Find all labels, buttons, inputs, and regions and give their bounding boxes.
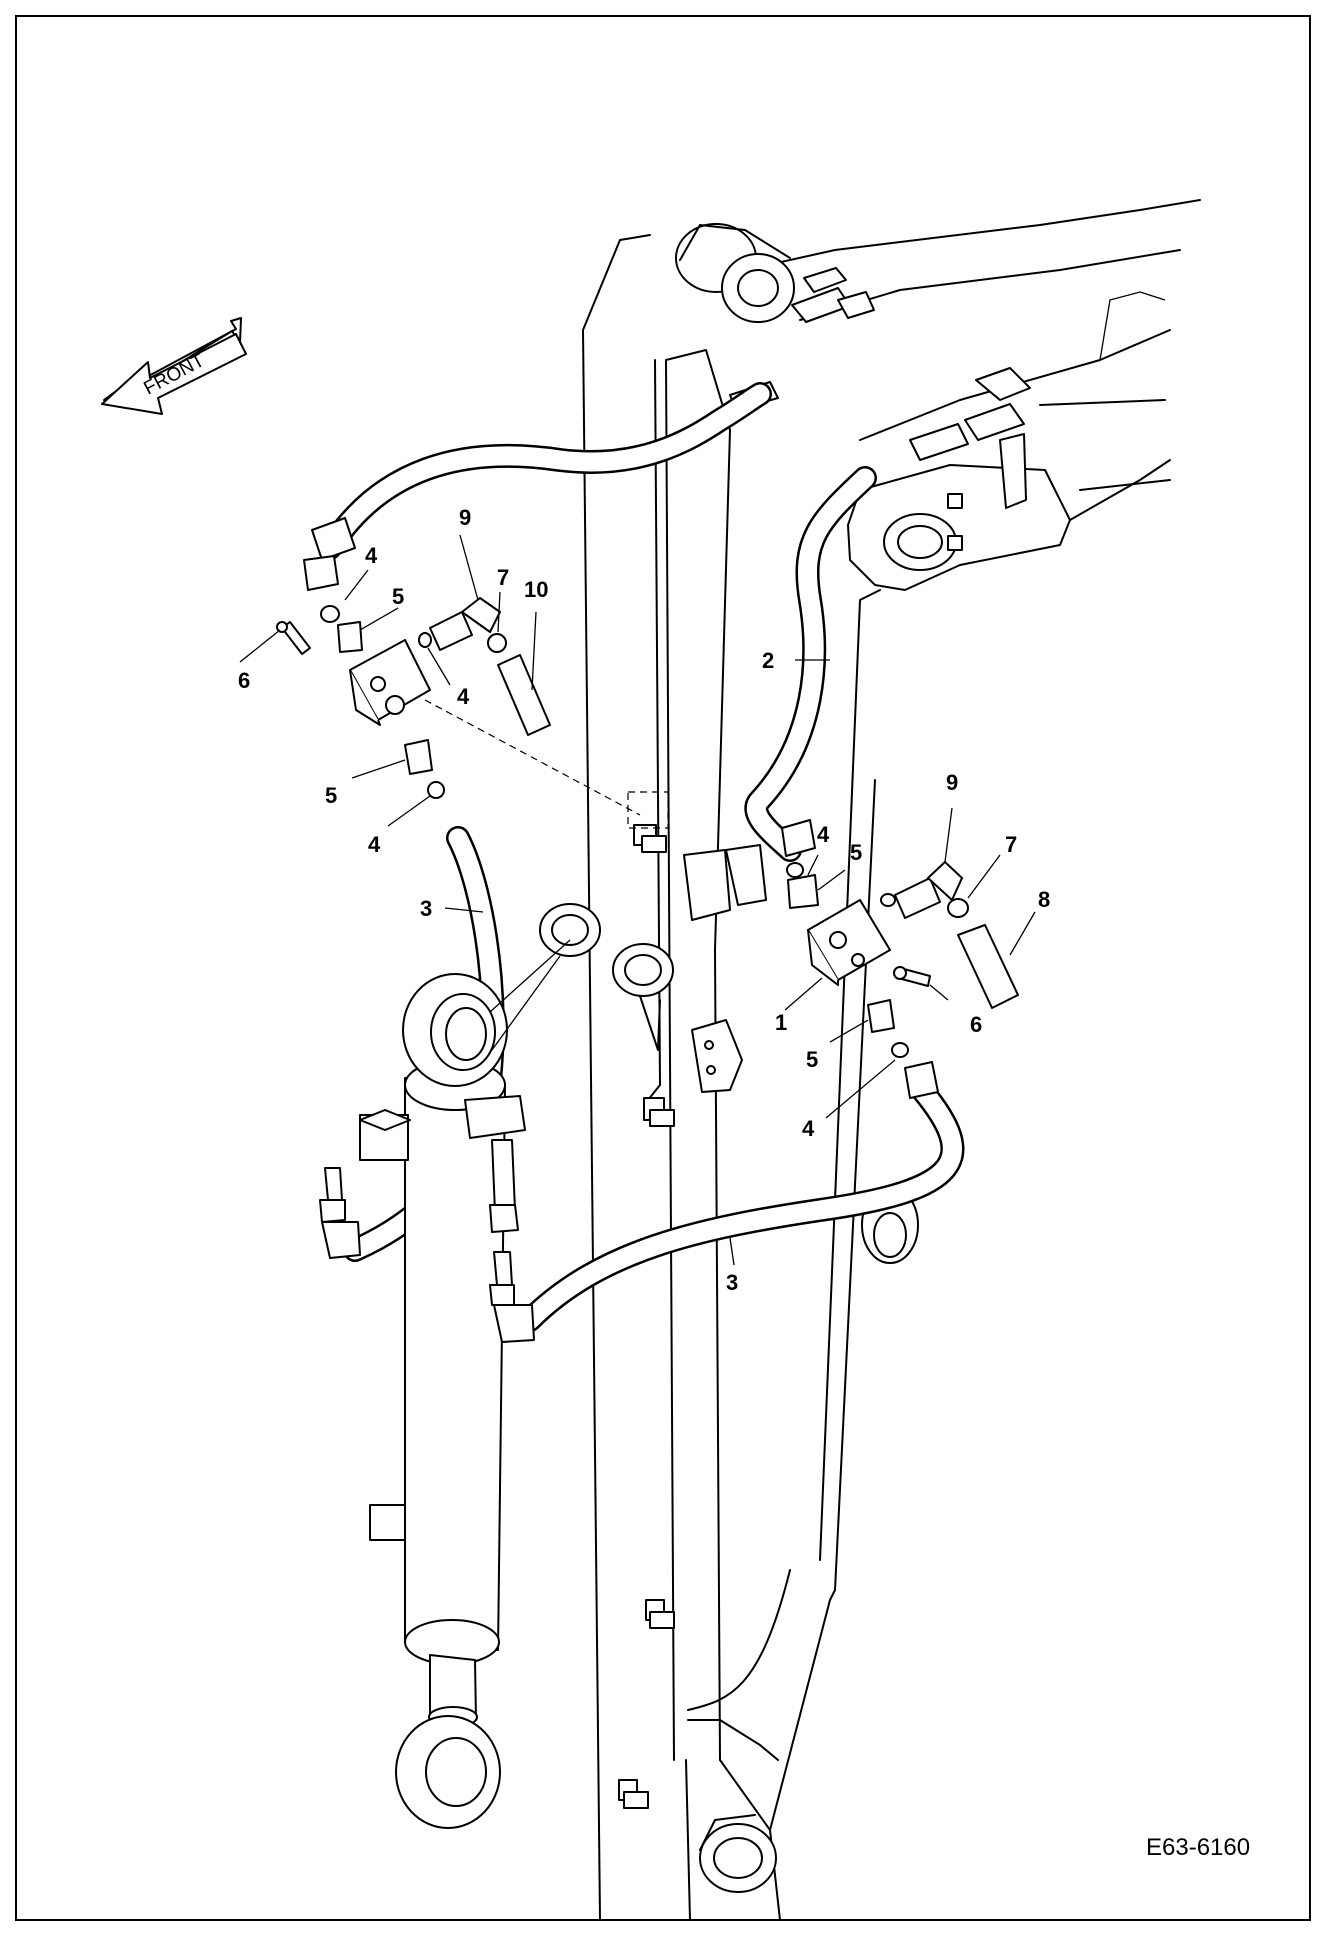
drawing-code: E63-6160	[1146, 1834, 1250, 1861]
callout-9b: 9	[946, 770, 958, 795]
callout-5d: 5	[806, 1047, 818, 1072]
boom-couplings	[729, 267, 1031, 509]
callout-5a: 5	[392, 584, 404, 609]
callout-3b: 3	[726, 1270, 738, 1295]
callout-4d: 4	[817, 822, 830, 847]
callout-4e: 4	[802, 1116, 815, 1141]
callout-3a: 3	[420, 896, 432, 921]
callout-5c: 5	[850, 840, 862, 865]
drawing-border	[15, 15, 1311, 1921]
callout-4a: 4	[365, 543, 378, 568]
callout-labels: 1 2 3 3 4 4 4 4 4 5 5 5 5 6 6 7 7 8 9 9 …	[238, 505, 1050, 1295]
callout-6a: 6	[238, 668, 250, 693]
left-block-assembly	[276, 517, 641, 816]
callout-10: 10	[524, 577, 548, 602]
callout-leaders	[239, 534, 1036, 1266]
callout-6b: 6	[970, 1012, 982, 1037]
callout-7a: 7	[497, 565, 509, 590]
right-block-assembly	[781, 819, 1019, 1099]
callout-9a: 9	[459, 505, 471, 530]
callout-4c: 4	[368, 832, 381, 857]
callout-7b: 7	[1005, 832, 1017, 857]
hydraulic-cylinder	[319, 939, 571, 1829]
front-arrow-icon: FRONT	[101, 317, 247, 415]
callout-2: 2	[762, 648, 774, 673]
callout-4b: 4	[457, 684, 470, 709]
callout-5b: 5	[325, 783, 337, 808]
callout-8: 8	[1038, 887, 1050, 912]
callout-1: 1	[775, 1010, 787, 1035]
